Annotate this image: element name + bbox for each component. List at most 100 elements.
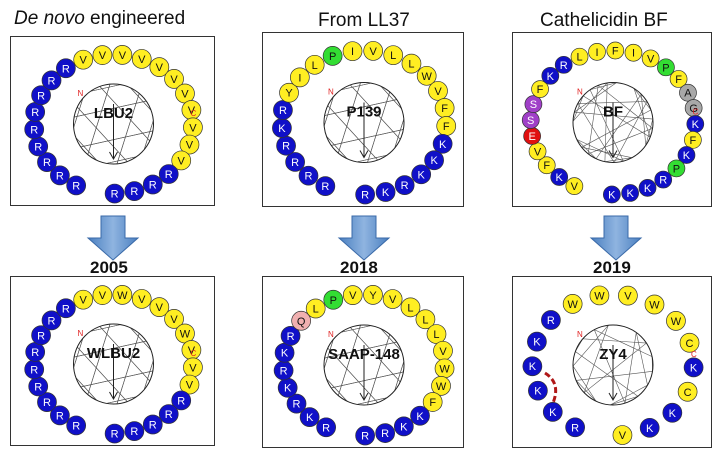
residue-label: R: [305, 171, 313, 183]
helix-line: [90, 84, 121, 92]
residue-circle: [621, 184, 639, 202]
residue-label: L: [576, 52, 582, 64]
helix-line: [613, 101, 648, 163]
helix-line: [588, 128, 653, 155]
helix-line: [324, 99, 397, 116]
residue-label: R: [37, 330, 45, 342]
residue-circle: [355, 425, 375, 446]
residue-circle: [92, 285, 113, 305]
residue-circle: [416, 65, 437, 86]
residue-label: K: [608, 190, 616, 202]
residue-circle: [422, 392, 443, 412]
helix-line: [326, 378, 348, 402]
residue-label: K: [278, 123, 286, 135]
helix-line: [394, 361, 405, 391]
residue-label: K: [284, 383, 292, 395]
residue-label: L: [422, 314, 428, 326]
helix-line: [106, 156, 137, 164]
residue-label: R: [571, 422, 579, 434]
wheel-circle: [323, 324, 405, 406]
wheel-circle: [572, 324, 654, 406]
residue-label: V: [156, 302, 164, 314]
helix-line: [99, 326, 150, 382]
residue-circle: [638, 179, 657, 197]
residue-label: V: [186, 140, 194, 152]
helix-line: [73, 338, 84, 368]
residue-circle: [527, 331, 547, 352]
residue-label: R: [62, 63, 70, 75]
helix-line: [350, 84, 401, 140]
residue-circle: [158, 164, 179, 184]
helix-line: [572, 82, 608, 122]
residue-circle: [612, 425, 633, 445]
residue-circle: [149, 297, 170, 317]
peptide-name: WLBU2: [87, 345, 140, 362]
helix-line: [640, 94, 647, 146]
residue-label: R: [30, 124, 38, 136]
helix-line: [116, 333, 140, 404]
residue-label: V: [619, 430, 627, 442]
residue-label: G: [689, 103, 698, 115]
moment-arrow-head: [608, 150, 618, 159]
residue-circle: [667, 159, 686, 178]
helix-line: [635, 332, 648, 386]
residue-label: C: [686, 338, 694, 350]
residue-label: K: [549, 407, 557, 419]
residue-circle: [92, 45, 113, 65]
residue-circle: [41, 70, 62, 91]
residue-circle: [142, 174, 163, 195]
helix-line: [582, 338, 647, 344]
residue-circle: [375, 423, 395, 443]
residue-label: R: [37, 90, 45, 102]
helix-line: [80, 370, 153, 388]
helix-line: [572, 365, 597, 402]
column-title-de-novo: De novo engineered: [14, 8, 185, 30]
residue-label: V: [119, 50, 127, 62]
residue-circle: [112, 45, 133, 65]
residue-label: K: [626, 188, 634, 200]
column-title-rest: Cathelicidin BF: [540, 10, 668, 31]
residue-circle: [432, 133, 453, 154]
n-terminus-label: N: [78, 329, 84, 338]
residue-label: Q: [297, 316, 306, 328]
residue-label: K: [692, 119, 700, 131]
residue-circle: [50, 165, 70, 186]
residue-circle: [316, 417, 336, 438]
residue-circle: [400, 297, 421, 318]
residue-circle: [56, 298, 76, 319]
helix-line: [116, 93, 140, 164]
residue-label: F: [690, 135, 697, 147]
helix-line: [594, 329, 653, 357]
helix-line: [593, 329, 626, 404]
residue-circle: [66, 175, 87, 196]
residue-circle: [273, 100, 293, 120]
residue-label: K: [430, 155, 438, 167]
residue-circle: [73, 289, 94, 310]
helix-line: [356, 397, 388, 405]
helix-line: [75, 137, 97, 161]
residue-circle: [677, 146, 696, 164]
n-terminus-label: N: [577, 330, 583, 339]
helix-line: [73, 98, 84, 128]
peptide-name: BF: [603, 104, 623, 121]
helix-line: [576, 139, 624, 162]
helix-line: [356, 154, 388, 163]
residue-circle: [41, 310, 62, 331]
helix-line: [340, 325, 372, 333]
residue-label: R: [287, 331, 295, 343]
helix-line: [576, 139, 597, 159]
residue-label: V: [370, 46, 378, 58]
residue-label: L: [433, 329, 439, 341]
residue-label: R: [56, 410, 64, 422]
helix-line: [576, 371, 653, 381]
column-title-ll37: From LL37: [318, 10, 410, 32]
residue-circle: [66, 415, 87, 436]
residue-label: V: [188, 105, 196, 117]
down-arrow-icon: [589, 215, 643, 261]
helix-line: [633, 88, 652, 111]
residue-label: R: [149, 419, 157, 431]
residue-label: R: [280, 365, 288, 377]
residue-label: R: [165, 409, 173, 421]
